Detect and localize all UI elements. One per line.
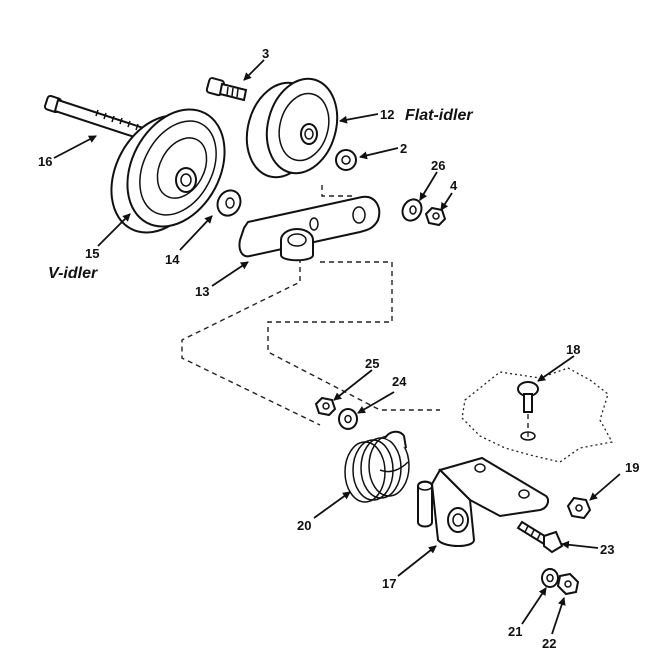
deck-section-18 (461, 367, 613, 463)
nut-22 (556, 572, 580, 596)
assembly-path-dashed-2 (181, 240, 321, 426)
callout-19: 19 (625, 460, 639, 475)
leader-lines (53, 59, 621, 635)
callout-16: 16 (38, 154, 52, 169)
washer-26 (401, 198, 423, 222)
callout-24: 24 (392, 374, 407, 389)
washer-24 (338, 408, 358, 430)
bracket-17 (417, 456, 549, 547)
callout-12: 12 (380, 107, 394, 122)
callout-25: 25 (365, 356, 379, 371)
callout-17: 17 (382, 576, 396, 591)
nut-4 (424, 206, 447, 227)
callout-21: 21 (508, 624, 522, 639)
callout-4: 4 (450, 178, 458, 193)
washer-21 (541, 568, 559, 588)
callout-15: 15 (85, 246, 99, 261)
spacer-2 (335, 149, 357, 171)
v-idler-pulley-15 (110, 108, 226, 234)
nut-19 (566, 496, 592, 520)
callout-3: 3 (262, 46, 269, 61)
callout-18: 18 (566, 342, 580, 357)
flat-idler-pulley-12 (245, 77, 339, 179)
label-v-idler: V-idler (48, 265, 98, 282)
callout-13: 13 (195, 284, 209, 299)
idler-arm-13 (238, 195, 381, 262)
callout-20: 20 (297, 518, 311, 533)
bolt-23 (516, 520, 564, 554)
bolt-3 (205, 77, 248, 102)
label-flat-idler: Flat-idler (405, 107, 473, 124)
washer-14 (216, 189, 242, 217)
callout-2: 2 (400, 141, 407, 156)
callout-23: 23 (600, 542, 614, 557)
nut-25 (314, 396, 337, 417)
spring-20 (344, 430, 410, 503)
callout-14: 14 (165, 252, 180, 267)
callout-22: 22 (542, 636, 556, 651)
assembly-path-dashed-3 (321, 185, 352, 197)
callout-26: 26 (431, 158, 445, 173)
assembly-path-dashed (267, 261, 440, 411)
